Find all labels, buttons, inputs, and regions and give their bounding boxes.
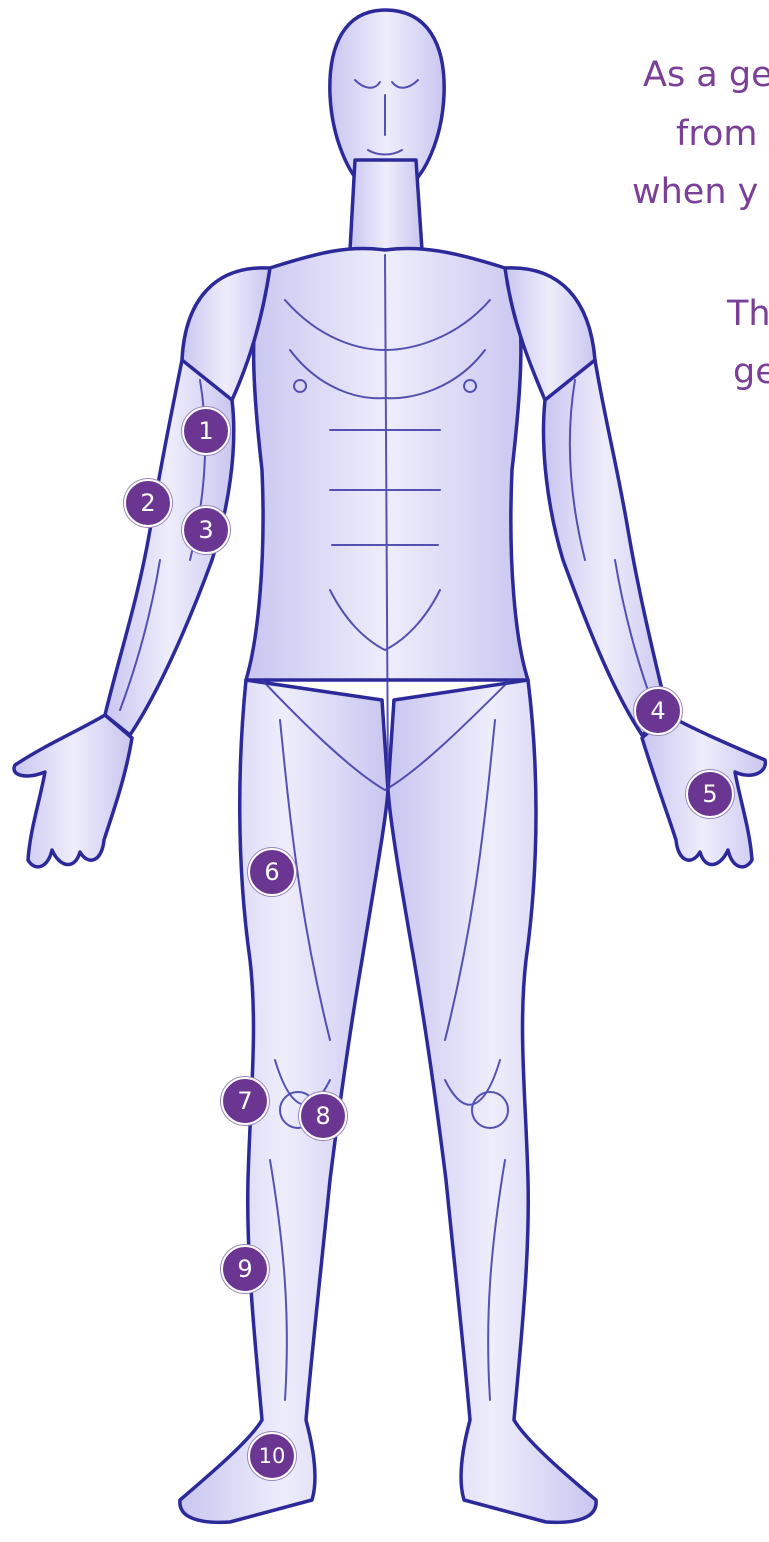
marker-7[interactable]: 7 [221,1077,269,1125]
left-hand [14,715,132,867]
marker-4[interactable]: 4 [634,687,682,735]
marker-5[interactable]: 5 [686,770,734,818]
marker-1[interactable]: 1 [182,407,230,455]
marker-8[interactable]: 8 [299,1092,347,1140]
neck [350,160,422,250]
marker-9[interactable]: 9 [221,1245,269,1293]
intro-text-line-5: ge [733,355,769,390]
intro-text-line-1: As a ge [643,58,769,93]
marker-10[interactable]: 10 [248,1432,296,1480]
intro-text-line-2: from [676,117,757,152]
right-arm [544,360,668,735]
right-leg [388,680,596,1522]
intro-text-line-4: Th [727,297,769,332]
intro-text-line-3: when y [632,175,758,210]
left-leg [180,680,388,1522]
marker-2[interactable]: 2 [124,479,172,527]
marker-3[interactable]: 3 [182,506,230,554]
body-silhouette [14,10,765,1522]
marker-6[interactable]: 6 [248,848,296,896]
